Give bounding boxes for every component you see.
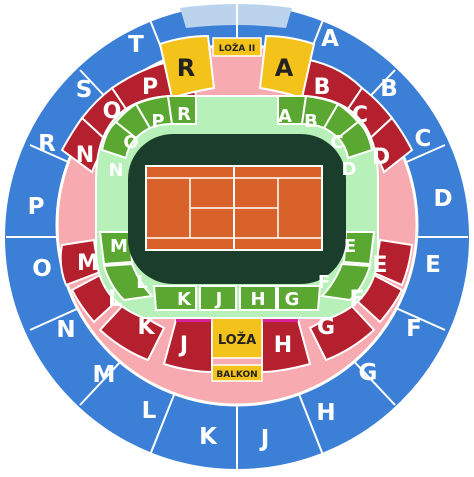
red-section-label-b[interactable]: B xyxy=(314,75,331,100)
green-section-label-k[interactable]: K xyxy=(177,289,192,310)
red-section-label-l[interactable]: L xyxy=(108,287,122,312)
red-section-label-g[interactable]: G xyxy=(317,315,335,340)
outer-section-label-g[interactable]: G xyxy=(359,360,378,386)
outer-section-label-n[interactable]: N xyxy=(56,317,75,343)
green-section-label-g[interactable]: G xyxy=(285,289,300,310)
outer-section-label-s[interactable]: S xyxy=(76,77,93,103)
outer-section-label-c[interactable]: C xyxy=(415,126,432,152)
outer-section-label-m[interactable]: M xyxy=(93,362,116,388)
balkon-box xyxy=(211,364,263,382)
loza-ii-label[interactable]: LOŽA II xyxy=(219,42,255,54)
yellow-section-labels: R A xyxy=(177,54,294,82)
green-section-label-c[interactable]: C xyxy=(330,132,343,153)
outer-section-label-o[interactable]: O xyxy=(32,256,52,282)
yellow-section-label-a[interactable]: A xyxy=(275,54,294,82)
red-section-label-o[interactable]: O xyxy=(103,99,122,124)
red-section-label-f[interactable]: F xyxy=(349,287,364,312)
red-section-label-j[interactable]: J xyxy=(178,333,188,358)
loza-ii-box xyxy=(212,37,262,57)
green-section-label-d[interactable]: D xyxy=(342,159,357,180)
green-section-labels: N O P R A B C D M L K J H G F E xyxy=(108,104,356,310)
red-section-label-c[interactable]: C xyxy=(352,103,368,128)
loza-box xyxy=(211,317,263,359)
red-section-label-d[interactable]: D xyxy=(372,145,390,170)
green-section-label-h[interactable]: H xyxy=(250,289,265,310)
outer-section-label-j[interactable]: J xyxy=(259,426,270,452)
red-section-label-n[interactable]: N xyxy=(76,143,94,168)
green-section-label-a[interactable]: A xyxy=(278,106,292,127)
green-section-label-r[interactable]: R xyxy=(177,104,191,125)
green-section-label-n[interactable]: N xyxy=(108,160,123,181)
green-section-label-m[interactable]: M xyxy=(110,236,128,257)
outer-section-label-r[interactable]: R xyxy=(38,131,56,157)
loza-label[interactable]: LOŽA xyxy=(218,332,256,348)
green-section-label-p[interactable]: P xyxy=(151,111,164,132)
outer-section-label-h[interactable]: H xyxy=(316,400,335,426)
outer-section-label-l[interactable]: L xyxy=(142,398,157,424)
green-section-label-l[interactable]: L xyxy=(136,272,147,293)
outer-section-label-e[interactable]: E xyxy=(425,252,441,278)
outer-section-label-t[interactable]: T xyxy=(128,32,144,58)
red-section-label-e[interactable]: E xyxy=(372,253,387,278)
red-sections xyxy=(59,56,414,374)
green-section-label-b[interactable]: B xyxy=(304,111,318,132)
yellow-sections xyxy=(158,34,316,100)
outer-section-label-a[interactable]: A xyxy=(321,26,339,52)
outer-section-label-f[interactable]: F xyxy=(406,316,422,342)
outer-section-label-d[interactable]: D xyxy=(433,186,452,212)
outer-section-label-b[interactable]: B xyxy=(380,76,398,102)
green-sections xyxy=(98,94,376,311)
red-section-label-p[interactable]: P xyxy=(142,75,158,100)
outer-section-label-k[interactable]: K xyxy=(199,424,218,450)
red-section-label-h[interactable]: H xyxy=(274,333,292,358)
green-section-label-j[interactable]: J xyxy=(214,289,223,310)
red-section-label-k[interactable]: K xyxy=(137,315,155,340)
red-section-label-m[interactable]: M xyxy=(77,251,99,276)
balkon-label[interactable]: BALKON xyxy=(216,370,257,380)
outer-section-label-p[interactable]: P xyxy=(28,194,45,220)
red-section-labels: P O N B C D E F G H J K L M xyxy=(76,75,390,358)
green-section-label-e[interactable]: E xyxy=(344,236,356,257)
tennis-court xyxy=(145,165,323,251)
green-section-label-o[interactable]: O xyxy=(123,132,138,153)
green-section-label-f[interactable]: F xyxy=(318,272,330,293)
outer-section-labels: A B C D E F G H J K L M N O P R S T xyxy=(28,26,453,452)
yellow-section-label-r[interactable]: R xyxy=(177,54,195,82)
box-labels: LOŽA II LOŽA BALKON xyxy=(216,42,257,380)
